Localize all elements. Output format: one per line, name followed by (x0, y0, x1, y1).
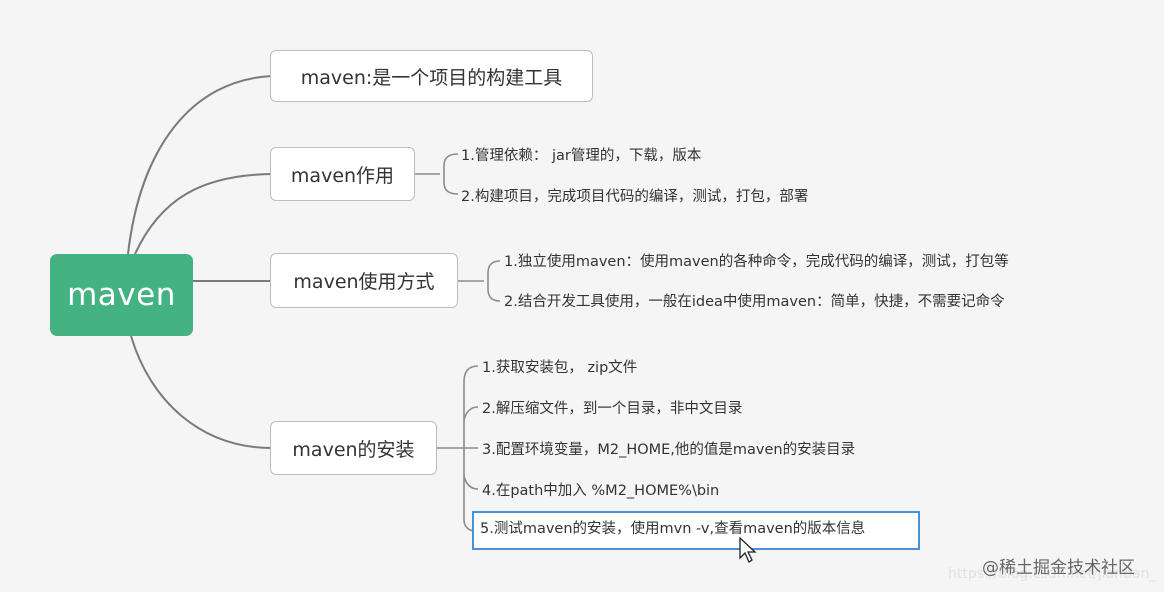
mouse-cursor-icon (739, 536, 757, 563)
leaf-node-selected[interactable]: 5.测试maven的安装，使用mvn -v,查看maven的版本信息 (472, 511, 920, 550)
leaf-node[interactable]: 2.结合开发工具使用，一般在idea中使用maven：简单，快捷，不需要记命令 (504, 294, 1005, 310)
leaf-node[interactable]: 2.构建项目，完成项目代码的编译，测试，打包，部署 (461, 189, 809, 205)
root-node[interactable]: maven (50, 254, 193, 336)
watermark: @稀土掘金技术社区 (982, 558, 1135, 578)
leaf-node[interactable]: 1.管理依赖： jar管理的，下载，版本 (461, 148, 702, 164)
leaf-node[interactable]: 3.配置环境变量，M2_HOME,他的值是maven的安装目录 (482, 442, 856, 458)
leaf-node[interactable]: 2.解压缩文件，到一个目录，非中文目录 (482, 401, 743, 417)
branch-node-definition[interactable]: maven:是一个项目的构建工具 (270, 50, 593, 102)
watermark-url: https://blog.csdn.net/jianban_ (948, 566, 1157, 582)
leaf-node[interactable]: 1.独立使用maven：使用maven的各种命令，完成代码的编译，测试，打包等 (504, 254, 1009, 270)
leaf-node[interactable]: 4.在path中加入 %M2_HOME%\bin (482, 483, 720, 499)
branch-label: maven使用方式 (293, 271, 435, 293)
leaf-node[interactable]: 1.获取安装包， zip文件 (482, 360, 638, 376)
branch-node-install[interactable]: maven的安装 (270, 421, 437, 475)
branch-node-usage[interactable]: maven使用方式 (270, 253, 458, 308)
branch-label: maven作用 (290, 164, 395, 187)
branch-label: maven的安装 (292, 438, 415, 461)
root-node-label: maven (67, 277, 176, 313)
branch-node-purpose[interactable]: maven作用 (270, 147, 415, 201)
branch-label: maven:是一个项目的构建工具 (300, 66, 563, 89)
